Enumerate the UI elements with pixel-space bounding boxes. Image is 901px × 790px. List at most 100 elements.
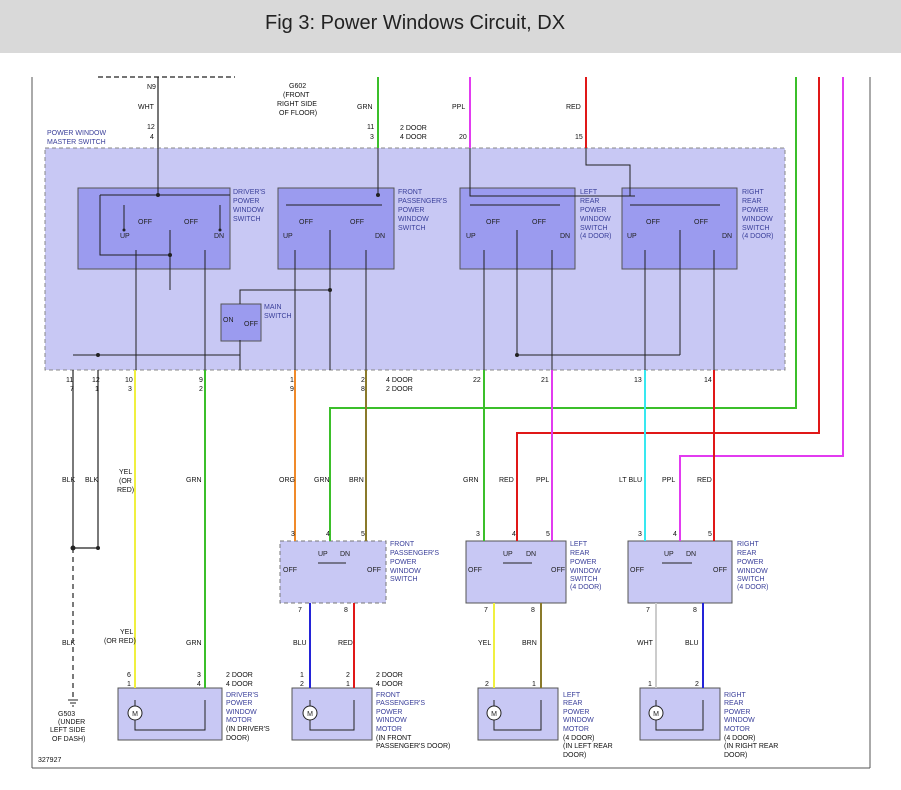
lml-8: DOOR): [563, 752, 586, 759]
fml-6: (IN FRONT: [376, 735, 412, 742]
master-label-2: MASTER SWITCH: [47, 139, 106, 146]
mb-pin-22: 22: [473, 377, 481, 384]
figure-id: 327927: [38, 757, 61, 764]
fm-4door: 4 DOOR: [376, 681, 403, 688]
fml-1: FRONT: [376, 692, 401, 699]
mb-pin-8: 8: [361, 386, 365, 393]
dml-6: DOOR): [226, 735, 249, 742]
fp-pin4: 4: [326, 531, 330, 538]
fp-pin3: 3: [291, 531, 295, 538]
fp-dn: DN: [340, 551, 350, 558]
mb-pin-9b: 9: [290, 386, 294, 393]
dml-2: POWER: [226, 700, 252, 707]
front-sw-2: PASSENGER'S: [398, 198, 447, 205]
g602-line1: G602: [289, 83, 306, 90]
lr-off-2: OFF: [532, 219, 546, 226]
low-wht: WHT: [637, 640, 654, 647]
mb-pin-1b: 1: [95, 386, 99, 393]
mb-pin-2: 2: [361, 377, 365, 384]
fm-pin1: 1: [300, 672, 304, 679]
g503-4: OF DASH): [52, 736, 85, 743]
mid-grn-2: GRN: [314, 477, 330, 484]
master-labels: POWER WINDOW MASTER SWITCH DRIVER'S POWE…: [47, 130, 774, 320]
lml-7: (IN LEFT REAR: [563, 743, 613, 750]
fps-1: FRONT: [390, 541, 415, 548]
fml-4: WINDOW: [376, 717, 407, 724]
pin-4: 4: [150, 134, 154, 141]
mb-pin-11: 11: [66, 377, 73, 384]
pass-switch-labels: FRONT PASSENGER'S POWER WINDOW SWITCH LE…: [390, 541, 769, 591]
front-sw-1: FRONT: [398, 189, 423, 196]
fps-2: PASSENGER'S: [390, 550, 439, 557]
rml-4: WINDOW: [724, 717, 755, 724]
label-4door: 4 DOOR: [400, 134, 427, 141]
front-sw-4: WINDOW: [398, 216, 429, 223]
mid-blk-1: BLK: [62, 477, 76, 484]
rr2-off-2: OFF: [713, 567, 727, 574]
lml-6: (4 DOOR): [563, 735, 595, 742]
mid-grn-3: GRN: [463, 477, 479, 484]
lr-sw-6: (4 DOOR): [580, 233, 612, 240]
g602-line3: RIGHT SIDE: [277, 101, 317, 108]
driver-sw-4: SWITCH: [233, 216, 261, 223]
pin-12: 12: [147, 124, 155, 131]
left-rear-door-switch-box: [465, 540, 567, 604]
front-pass-door-switch-box: [279, 540, 387, 604]
mb-pin-21: 21: [541, 377, 549, 384]
lr-sw-5: SWITCH: [580, 225, 608, 232]
lr-pin4: 4: [512, 531, 516, 538]
g602-line4: OF FLOOR): [279, 110, 317, 117]
rr-pin8: 8: [693, 607, 697, 614]
ground-label: G503 (UNDER LEFT SIDE OF DASH): [50, 711, 86, 743]
fm-2door: 2 DOOR: [376, 672, 403, 679]
switch-contact-labels: OFF OFF UP DN OFF OFF UP DN OFF OFF UP D…: [120, 219, 732, 328]
rr-sw-5: SWITCH: [742, 225, 770, 232]
lr2-off-1: OFF: [468, 567, 482, 574]
g503-2: (UNDER: [58, 719, 85, 726]
rml-5: MOTOR: [724, 726, 750, 733]
drv-up: UP: [120, 233, 130, 240]
rr-up: UP: [627, 233, 637, 240]
fp-off-1: OFF: [283, 567, 297, 574]
mb-pin-7: 7: [70, 386, 74, 393]
lr-sw-4: WINDOW: [580, 216, 611, 223]
motor-m-front: M: [307, 711, 313, 718]
rml-7: (IN RIGHT REAR: [724, 743, 778, 750]
fm-pin2: 2: [300, 681, 304, 688]
master-bottom-pins: 11 12 10 9 1 2 22 21 13 14 7 1 3 2 9 8 4…: [66, 377, 712, 393]
mb-pin-10: 10: [125, 377, 133, 384]
dml-1: DRIVER'S: [226, 692, 259, 699]
lower-color-labels: BLK YEL (OR RED) GRN BLU RED YEL BRN WHT…: [62, 629, 699, 647]
mb-pin-1: 1: [290, 377, 294, 384]
rml-8: DOOR): [724, 752, 747, 759]
motor-m-right-rear: M: [653, 711, 659, 718]
front-pass-switch-box: [277, 187, 395, 270]
mid-org: ORG: [279, 477, 295, 484]
rr-sw-4: WINDOW: [742, 216, 773, 223]
low-red: RED: [338, 640, 353, 647]
lr2-off-2: OFF: [551, 567, 565, 574]
lrs-2: REAR: [570, 550, 589, 557]
main-switch-box: [220, 303, 262, 342]
motor-m-left-rear: M: [491, 711, 497, 718]
rr-off-1: OFF: [646, 219, 660, 226]
mid-ltblu: LT BLU: [619, 477, 642, 484]
fml-5: MOTOR: [376, 726, 402, 733]
fml-7: PASSENGER'S DOOR): [376, 743, 450, 750]
motor-labels: DRIVER'S POWER WINDOW MOTOR (IN DRIVER'S…: [226, 692, 778, 759]
rml-6: (4 DOOR): [724, 735, 756, 742]
top-labels: N9 WHT 12 4 G602 (FRONT RIGHT SIDE OF FL…: [138, 83, 583, 141]
dm-pin6: 6: [127, 672, 131, 679]
g503-1: G503: [58, 711, 75, 718]
mid-blk-2: BLK: [85, 477, 99, 484]
lrs-1: LEFT: [570, 541, 588, 548]
low-blu-2: BLU: [685, 640, 699, 647]
lm-pin2: 2: [485, 681, 489, 688]
low-yel: YEL: [478, 640, 491, 647]
mb-pin-14: 14: [704, 377, 712, 384]
label-red: RED: [566, 104, 581, 111]
g602-line2: (FRONT: [283, 92, 310, 99]
motor-m-driver: M: [132, 711, 138, 718]
motor-icons: [127, 705, 664, 721]
frame: [31, 77, 871, 769]
